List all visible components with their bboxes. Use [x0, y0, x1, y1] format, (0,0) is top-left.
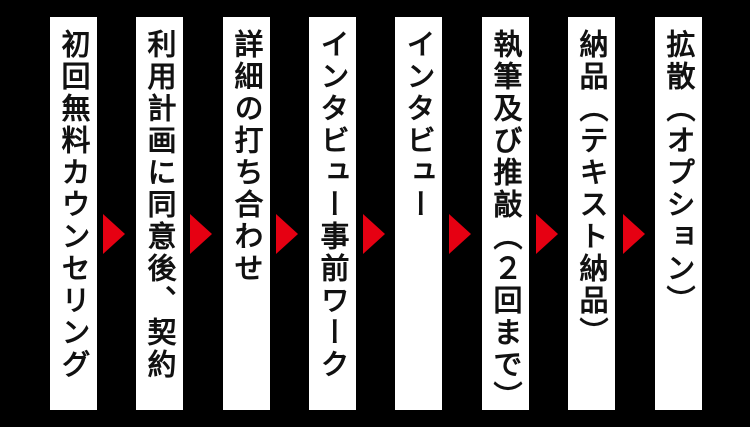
process-step-8: 拡散（オプション） [655, 17, 702, 410]
process-step-2: 利用計画に同意後、契約 [136, 17, 183, 410]
right-arrow-icon [449, 214, 471, 254]
process-step-3: 詳細の打ち合わせ [223, 17, 270, 410]
right-arrow-icon [103, 214, 125, 254]
process-step-7: 納品（テキスト納品） [568, 17, 615, 410]
process-step-5: インタビュー [395, 17, 442, 410]
right-arrow-icon [276, 214, 298, 254]
right-arrow-icon [536, 214, 558, 254]
right-arrow-icon [190, 214, 212, 254]
process-step-6: 執筆及び推敲（２回まで） [482, 17, 529, 413]
process-step-1: 初回無料カウンセリング [50, 17, 97, 410]
process-step-4: インタビュー事前ワーク [309, 17, 356, 410]
right-arrow-icon [623, 214, 645, 254]
right-arrow-icon [363, 214, 385, 254]
